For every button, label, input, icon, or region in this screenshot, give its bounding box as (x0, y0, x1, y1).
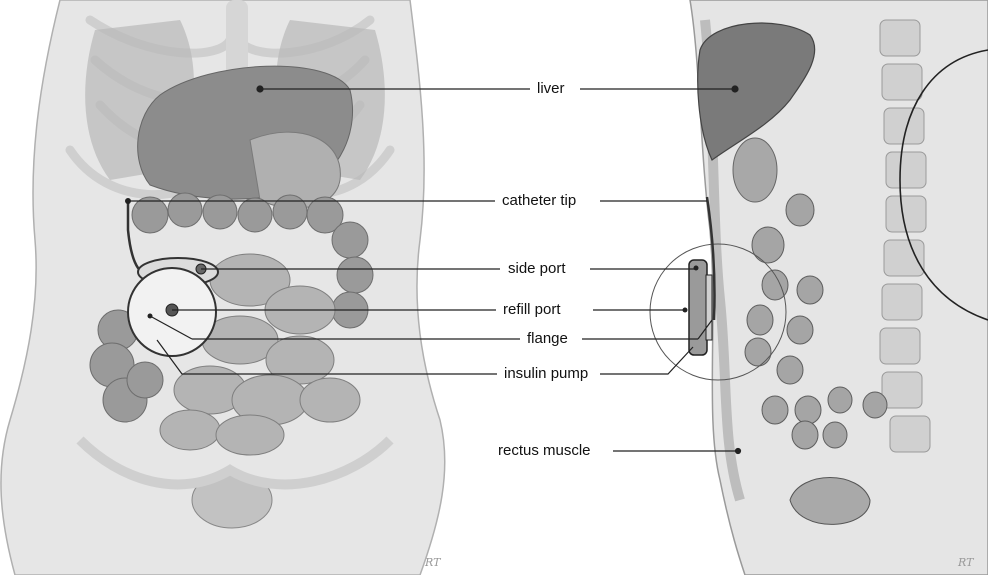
label-refill-port: refill port (500, 301, 564, 319)
leader-pump-right (600, 347, 693, 374)
stomach-sagittal (733, 138, 777, 202)
frontal-torso-view (1, 0, 445, 575)
label-insulin-pump: insulin pump (501, 365, 591, 383)
liver-dot-left (257, 86, 263, 92)
label-catheter-tip: catheter tip (499, 192, 579, 210)
label-side-port: side port (505, 260, 569, 278)
insulin-pump-sagittal (689, 260, 707, 355)
flange-sagittal (706, 275, 712, 340)
label-rectus-muscle: rectus muscle (495, 442, 594, 460)
sagittal-torso-view (650, 0, 988, 575)
rectus-dot (736, 449, 741, 454)
illustrator-signature-right: RT (958, 556, 973, 569)
label-flange: flange (524, 330, 571, 348)
illustrator-signature-left: RT (425, 556, 440, 569)
label-liver: liver (534, 80, 568, 98)
side-port-dot (694, 266, 699, 271)
liver-dot-right (732, 86, 738, 92)
